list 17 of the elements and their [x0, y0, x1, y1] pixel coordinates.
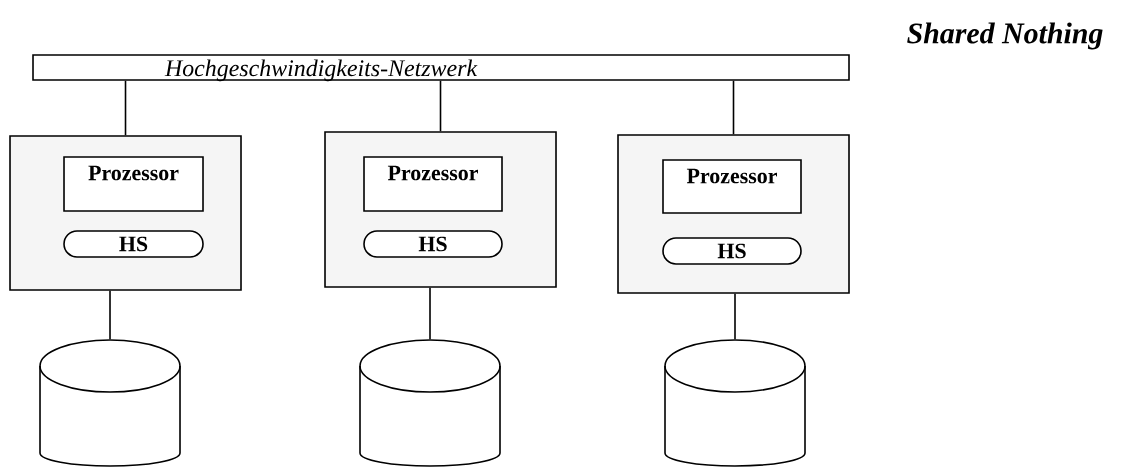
processor-box: Prozessor	[363, 156, 503, 212]
connector-line	[439, 80, 442, 132]
disk-cylinder	[359, 339, 501, 467]
connector-line	[734, 293, 736, 340]
network-bar: Hochgeschwindigkeits-Netzwerk	[32, 54, 850, 82]
processor-box: Prozessor	[662, 159, 802, 214]
disk-cylinder	[664, 339, 806, 467]
title: Shared Nothing	[907, 22, 1103, 50]
connector-line	[124, 80, 127, 136]
memory-pill: HS	[662, 237, 802, 265]
memory-pill: HS	[63, 230, 204, 258]
connector-line	[109, 290, 111, 340]
memory-pill: HS	[363, 230, 503, 258]
disk-cylinder	[39, 339, 181, 467]
processor-box: Prozessor	[63, 156, 204, 212]
connector-line	[732, 80, 735, 135]
connector-line	[429, 287, 431, 340]
